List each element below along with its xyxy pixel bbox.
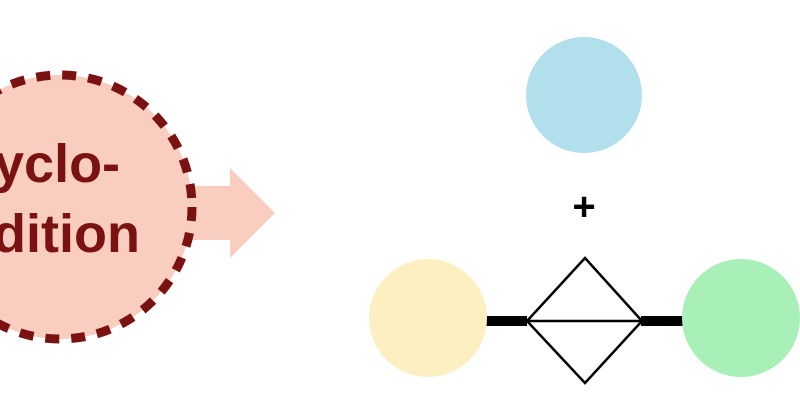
badge-label-line2: dition [0, 204, 140, 264]
diamond-outline [525, 256, 644, 385]
reactant-top-circle [526, 37, 642, 153]
product-right-circle [682, 259, 800, 377]
badge-circle [0, 70, 197, 344]
plus-sign: + [572, 185, 595, 229]
product-left-circle [369, 259, 487, 377]
diamond-ring [525, 256, 644, 385]
cycloaddition-badge: yclo- dition [0, 70, 197, 344]
badge-label-line1: yclo- [0, 134, 120, 194]
